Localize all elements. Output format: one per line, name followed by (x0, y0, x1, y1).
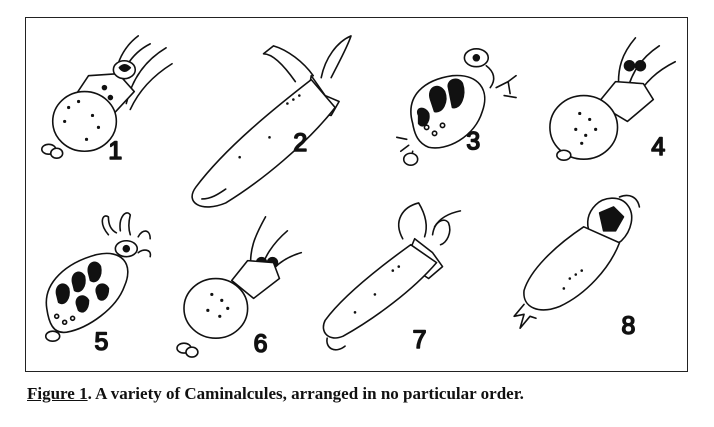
label-5: 5 (94, 329, 108, 356)
label-3: 3 (466, 128, 480, 155)
label-1: 1 (108, 138, 122, 165)
label-4: 4 (651, 134, 665, 161)
creature-2 (191, 35, 352, 208)
creature-3 (395, 48, 517, 166)
caption-label: Figure 1 (27, 384, 88, 403)
caminalcule-illustration: 1 2 3 4 5 6 7 8 (40, 35, 676, 359)
label-8: 8 (621, 313, 635, 340)
creature-5 (44, 212, 152, 342)
figure-caption: Figure 1. A variety of Caminalcules, arr… (27, 384, 524, 404)
creature-1 (40, 35, 173, 160)
creature-8 (513, 194, 641, 330)
caption-text: . A variety of Caminalcules, arranged in… (87, 384, 524, 403)
label-2: 2 (293, 130, 307, 157)
label-6: 6 (254, 331, 268, 358)
creature-4 (549, 37, 676, 161)
label-7: 7 (413, 327, 427, 354)
figure-frame: 1 2 3 4 5 6 7 8 (25, 17, 688, 372)
creature-6 (176, 216, 303, 358)
creature-7 (322, 202, 462, 351)
